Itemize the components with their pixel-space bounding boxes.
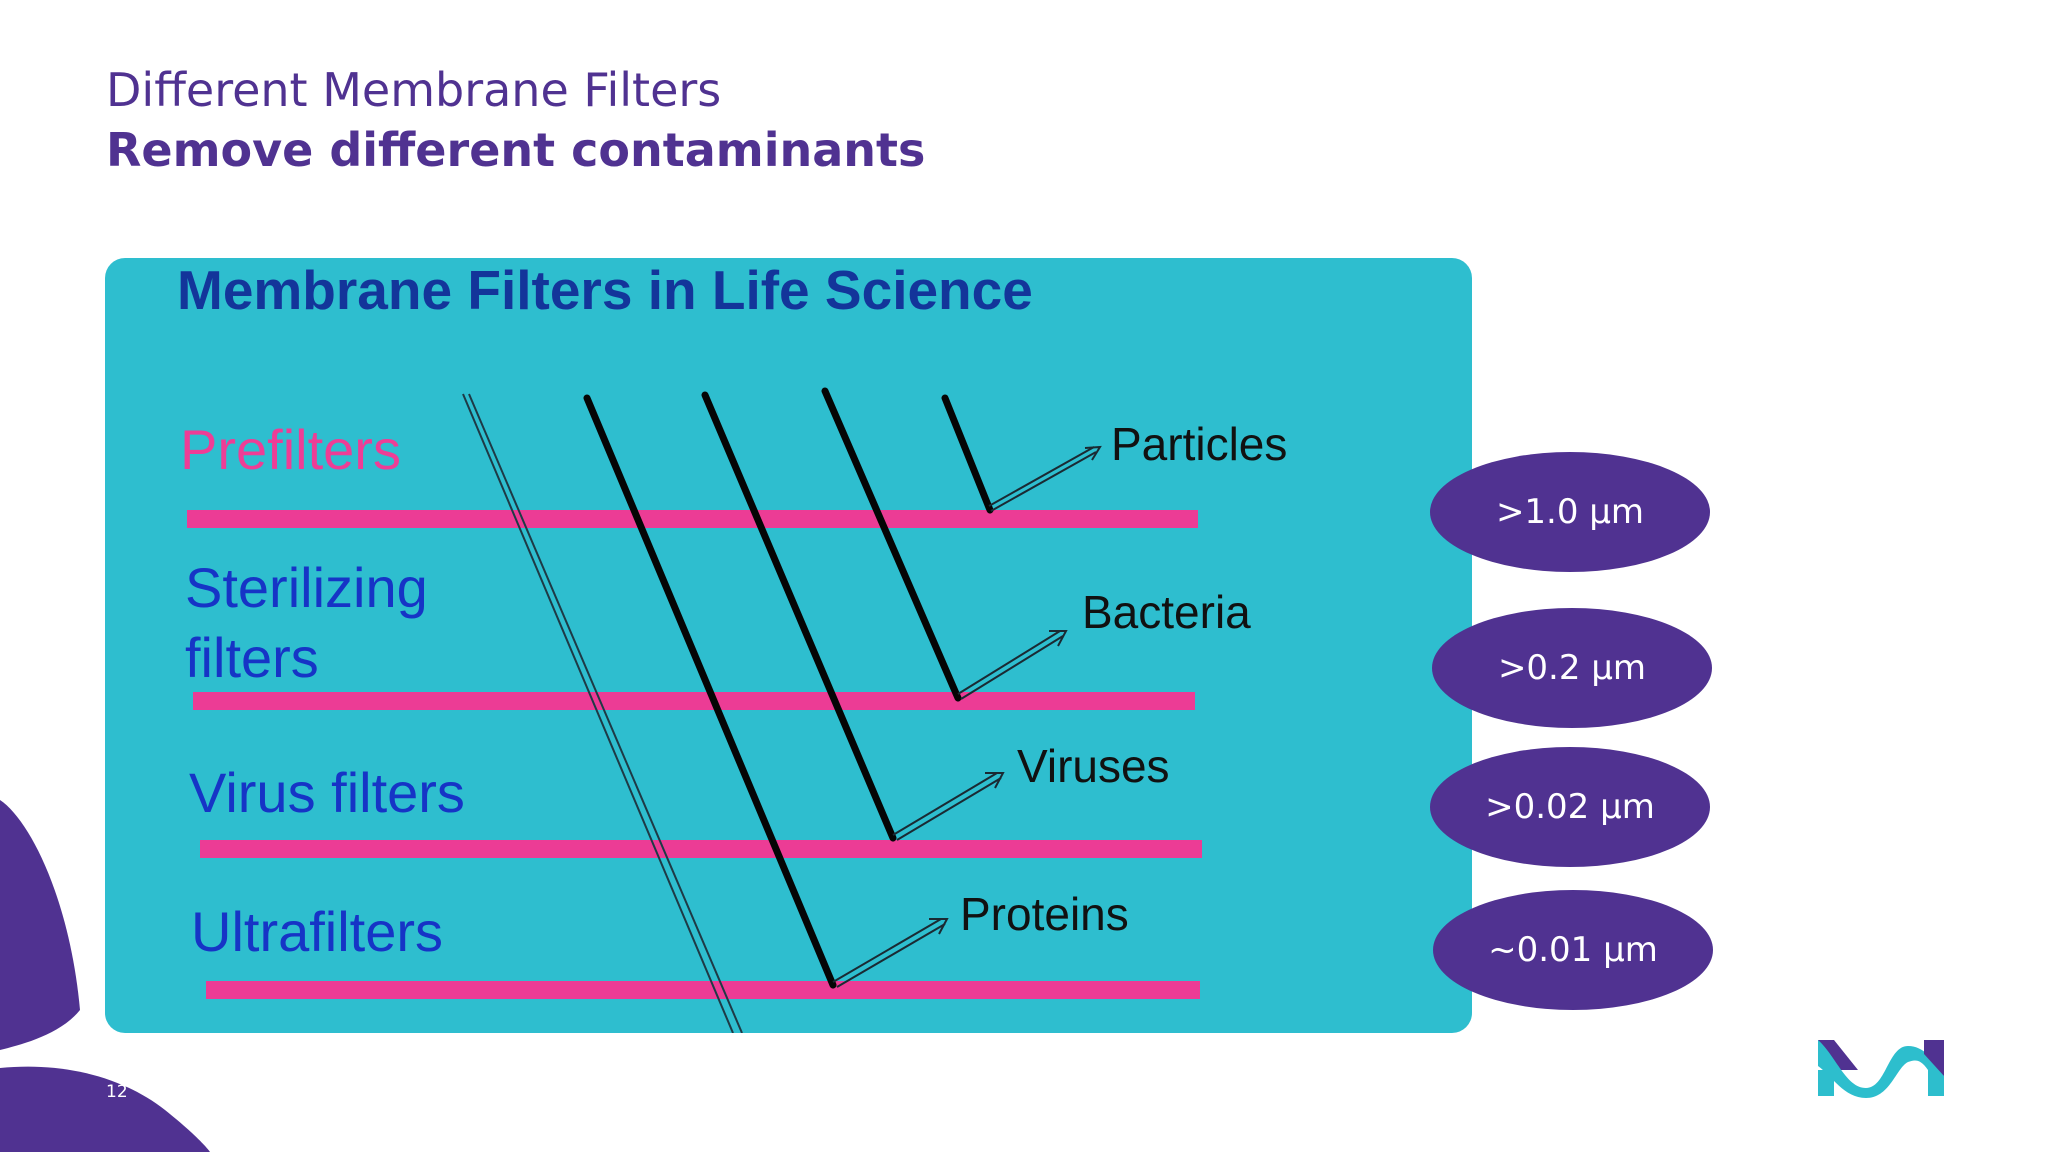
diagram-title: Membrane Filters in Life Science — [177, 259, 1033, 321]
contaminant-label-bacteria: Bacteria — [1082, 586, 1251, 638]
contaminant-label-viruses: Viruses — [1017, 740, 1170, 792]
filter-bar-prefilters — [187, 510, 1198, 528]
slide-header: Different Membrane Filters Remove differ… — [106, 60, 925, 180]
slide-title: Different Membrane Filters — [106, 63, 722, 117]
membrane-diagram-panel: Membrane Filters in Life Science Prefilt… — [105, 258, 1472, 1033]
filter-label-sterilizing-2: filters — [185, 626, 319, 689]
slide-number: 12 — [106, 1082, 128, 1102]
particles-path — [941, 394, 994, 514]
size-badge-prefilter: >1.0 µm — [1430, 452, 1710, 572]
filter-bar-ultra — [206, 981, 1200, 999]
decorative-blob-bottom — [0, 1066, 210, 1152]
size-badge-ultra: ~0.01 µm — [1433, 890, 1713, 1010]
decorative-blob-left — [0, 800, 80, 1050]
size-badge-sterilizing: >0.2 µm — [1432, 608, 1712, 728]
filter-label-sterilizing-1: Sterilizing — [185, 556, 428, 619]
contaminant-label-proteins: Proteins — [960, 888, 1129, 940]
filter-bar-virus — [200, 840, 1202, 858]
slide-subtitle: Remove different contaminants — [106, 123, 926, 177]
contaminant-pathways — [462, 387, 1102, 1033]
deflection-arrows — [832, 445, 1102, 988]
pass-through-double-line — [462, 393, 743, 1033]
viruses-path — [701, 391, 897, 842]
brand-m-logo-icon — [1818, 1040, 1944, 1098]
particle-pathways — [583, 387, 994, 989]
filter-label-ultra: Ultrafilters — [191, 900, 444, 963]
filter-label-virus: Virus filters — [189, 761, 465, 824]
filter-label-prefilters: Prefilters — [180, 418, 401, 481]
filter-bar-sterilizing — [193, 692, 1195, 710]
size-badge-virus: >0.02 µm — [1430, 747, 1710, 867]
contaminant-label-particles: Particles — [1111, 418, 1288, 470]
bacteria-path — [821, 387, 962, 702]
proteins-path — [583, 394, 837, 989]
